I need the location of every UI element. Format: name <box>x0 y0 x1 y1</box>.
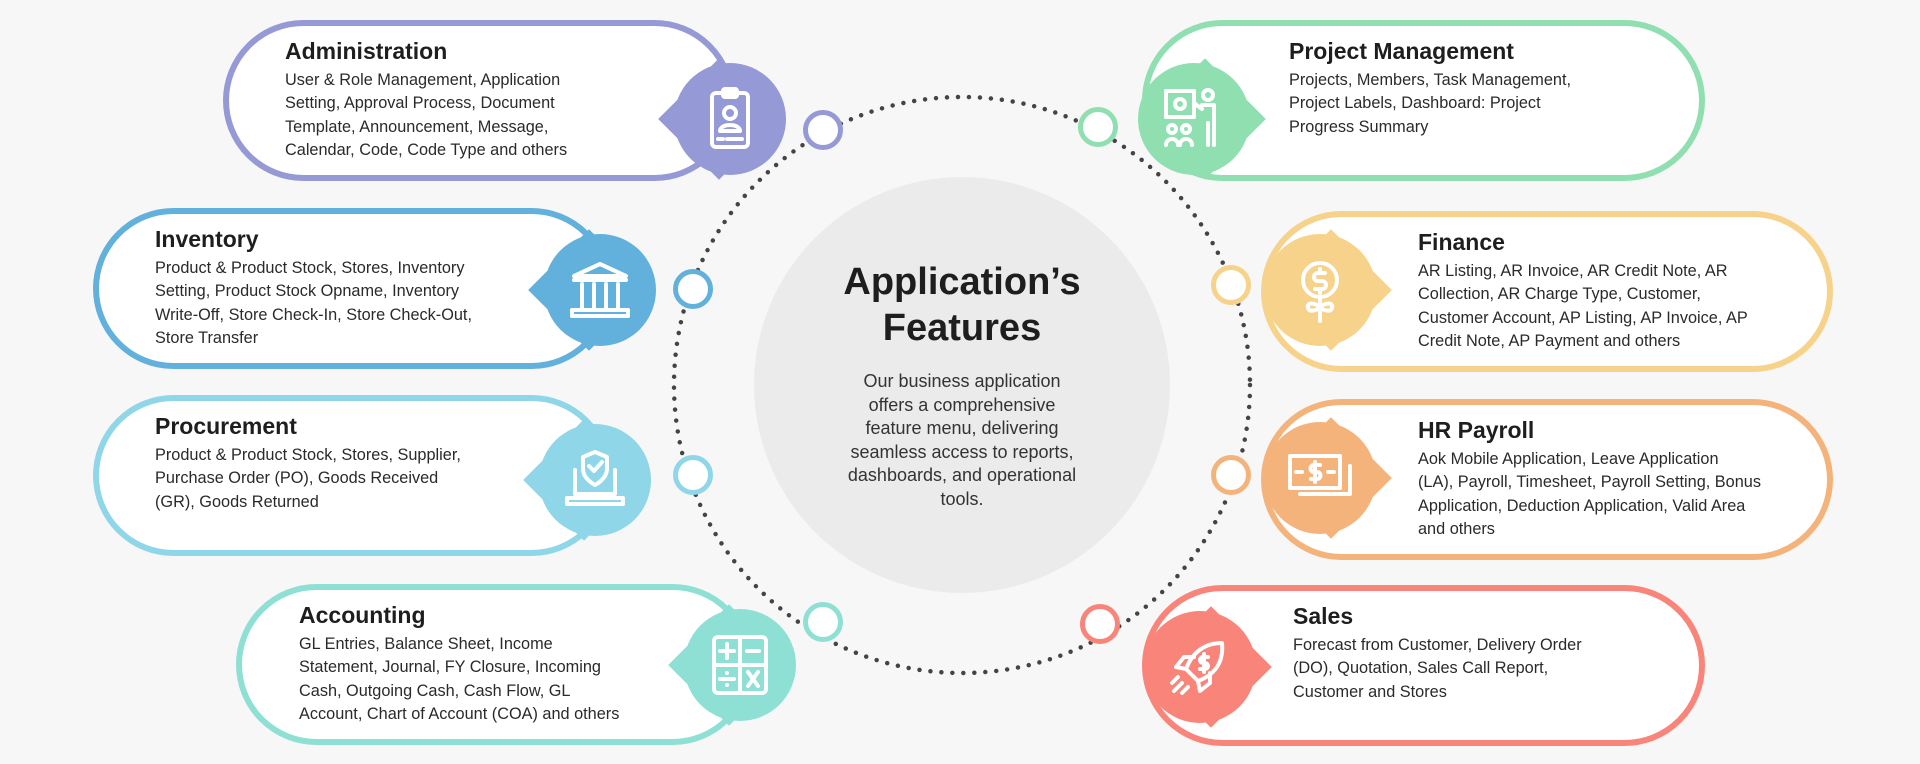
feature-card-accounting[interactable]: Accounting GL Entries, Balance Sheet, Inc… <box>236 584 753 745</box>
title-line: Features <box>882 307 1042 349</box>
description-line: Product & Product Stock, Stores, Invento… <box>155 259 465 277</box>
description-line: Application, Deduction Application, Vali… <box>1418 496 1746 515</box>
description-line: Collection, AR Charge Type, Customer, <box>1418 285 1701 304</box>
feature-title: Finance <box>1418 229 1505 255</box>
description-line: Purchase Order (PO), Goods Received <box>155 469 439 488</box>
description-line: and others <box>1418 519 1495 538</box>
badge-circle <box>544 234 656 346</box>
feature-title: Accounting <box>299 602 426 628</box>
title-line: Application’s <box>843 261 1081 303</box>
description-line: Progress Summary <box>1289 117 1429 136</box>
description-line: GL Entries, Balance Sheet, Income <box>299 635 553 653</box>
description-line: seamless access to reports, <box>850 441 1074 462</box>
feature-description: Projects, Members, Task Management, Proje… <box>1289 69 1571 139</box>
timeline-node <box>1078 107 1118 147</box>
description-line: Our business application <box>863 371 1061 391</box>
description-line: Forecast from Customer, Delivery Order <box>1293 636 1582 654</box>
feature-title: Project Management <box>1289 38 1514 64</box>
description-line: User & Role Management, Application <box>285 71 561 89</box>
description-line: dashboards, and operational <box>847 465 1077 485</box>
description-line: Calendar, Code, Code Type and others <box>285 140 568 159</box>
description-line: Setting, Approval Process, Document <box>285 94 555 113</box>
feature-title: HR Payroll <box>1418 417 1535 443</box>
description-line: feature menu, delivering <box>865 418 1059 438</box>
feature-description: Aok Mobile Application, Leave Applicatio… <box>1418 448 1761 541</box>
description-line: Credit Note, AP Payment and others <box>1418 331 1681 350</box>
description-line: Write-Off, Store Check-In, Store Check-O… <box>155 305 472 324</box>
feature-description: Product & Product Stock, Stores, Supplie… <box>155 444 461 514</box>
description-line: Setting, Product Stock Opname, Inventory <box>155 282 460 301</box>
description-line: (LA), Payroll, Timesheet, Payroll Settin… <box>1418 473 1761 492</box>
description-line: AR Listing, AR Invoice, AR Credit Note, … <box>1418 262 1728 280</box>
feature-description: AR Listing, AR Invoice, AR Credit Note, … <box>1418 260 1748 353</box>
description-line: Project Labels, Dashboard: Project <box>1289 94 1541 113</box>
description-line: Customer Account, AP Listing, AP Invoice… <box>1418 308 1748 327</box>
description-line: (DO), Quotation, Sales Call Report, <box>1293 659 1549 678</box>
timeline-node <box>673 269 713 309</box>
feature-description: Product & Product Stock, Stores, Invento… <box>155 257 472 350</box>
description-line: Store Transfer <box>155 328 259 347</box>
feature-title: Administration <box>285 38 448 64</box>
description-line: Projects, Members, Task Management, <box>1289 71 1572 89</box>
description-line: (GR), Goods Returned <box>155 492 319 511</box>
timeline-node <box>1211 265 1251 305</box>
timeline-node <box>1080 604 1120 644</box>
description-line: Customer and Stores <box>1293 682 1447 701</box>
description-line: Account, Chart of Account (COA) and othe… <box>299 704 620 723</box>
timeline-node <box>803 110 843 150</box>
feature-title: Inventory <box>155 226 259 252</box>
description-line: tools. <box>940 488 984 509</box>
timeline-node <box>1211 455 1251 495</box>
description-line: Statement, Journal, FY Closure, Incoming <box>299 658 601 677</box>
description-line: Template, Announcement, Message, <box>285 117 549 136</box>
description-line: Product & Product Stock, Stores, Supplie… <box>155 446 461 464</box>
center-description: Our business application offers a compre… <box>794 370 1130 511</box>
feature-title: Procurement <box>155 413 297 439</box>
feature-title: Sales <box>1293 603 1354 629</box>
description-line: offers a comprehensive <box>868 394 1056 415</box>
feature-description: Forecast from Customer, Delivery Order (D… <box>1293 634 1582 704</box>
description-line: Cash, Outgoing Cash, Cash Flow, GL <box>299 681 571 700</box>
description-line: Aok Mobile Application, Leave Applicatio… <box>1418 450 1719 468</box>
timeline-node <box>803 602 843 642</box>
timeline-node <box>673 455 713 495</box>
badge-circle <box>539 424 651 536</box>
